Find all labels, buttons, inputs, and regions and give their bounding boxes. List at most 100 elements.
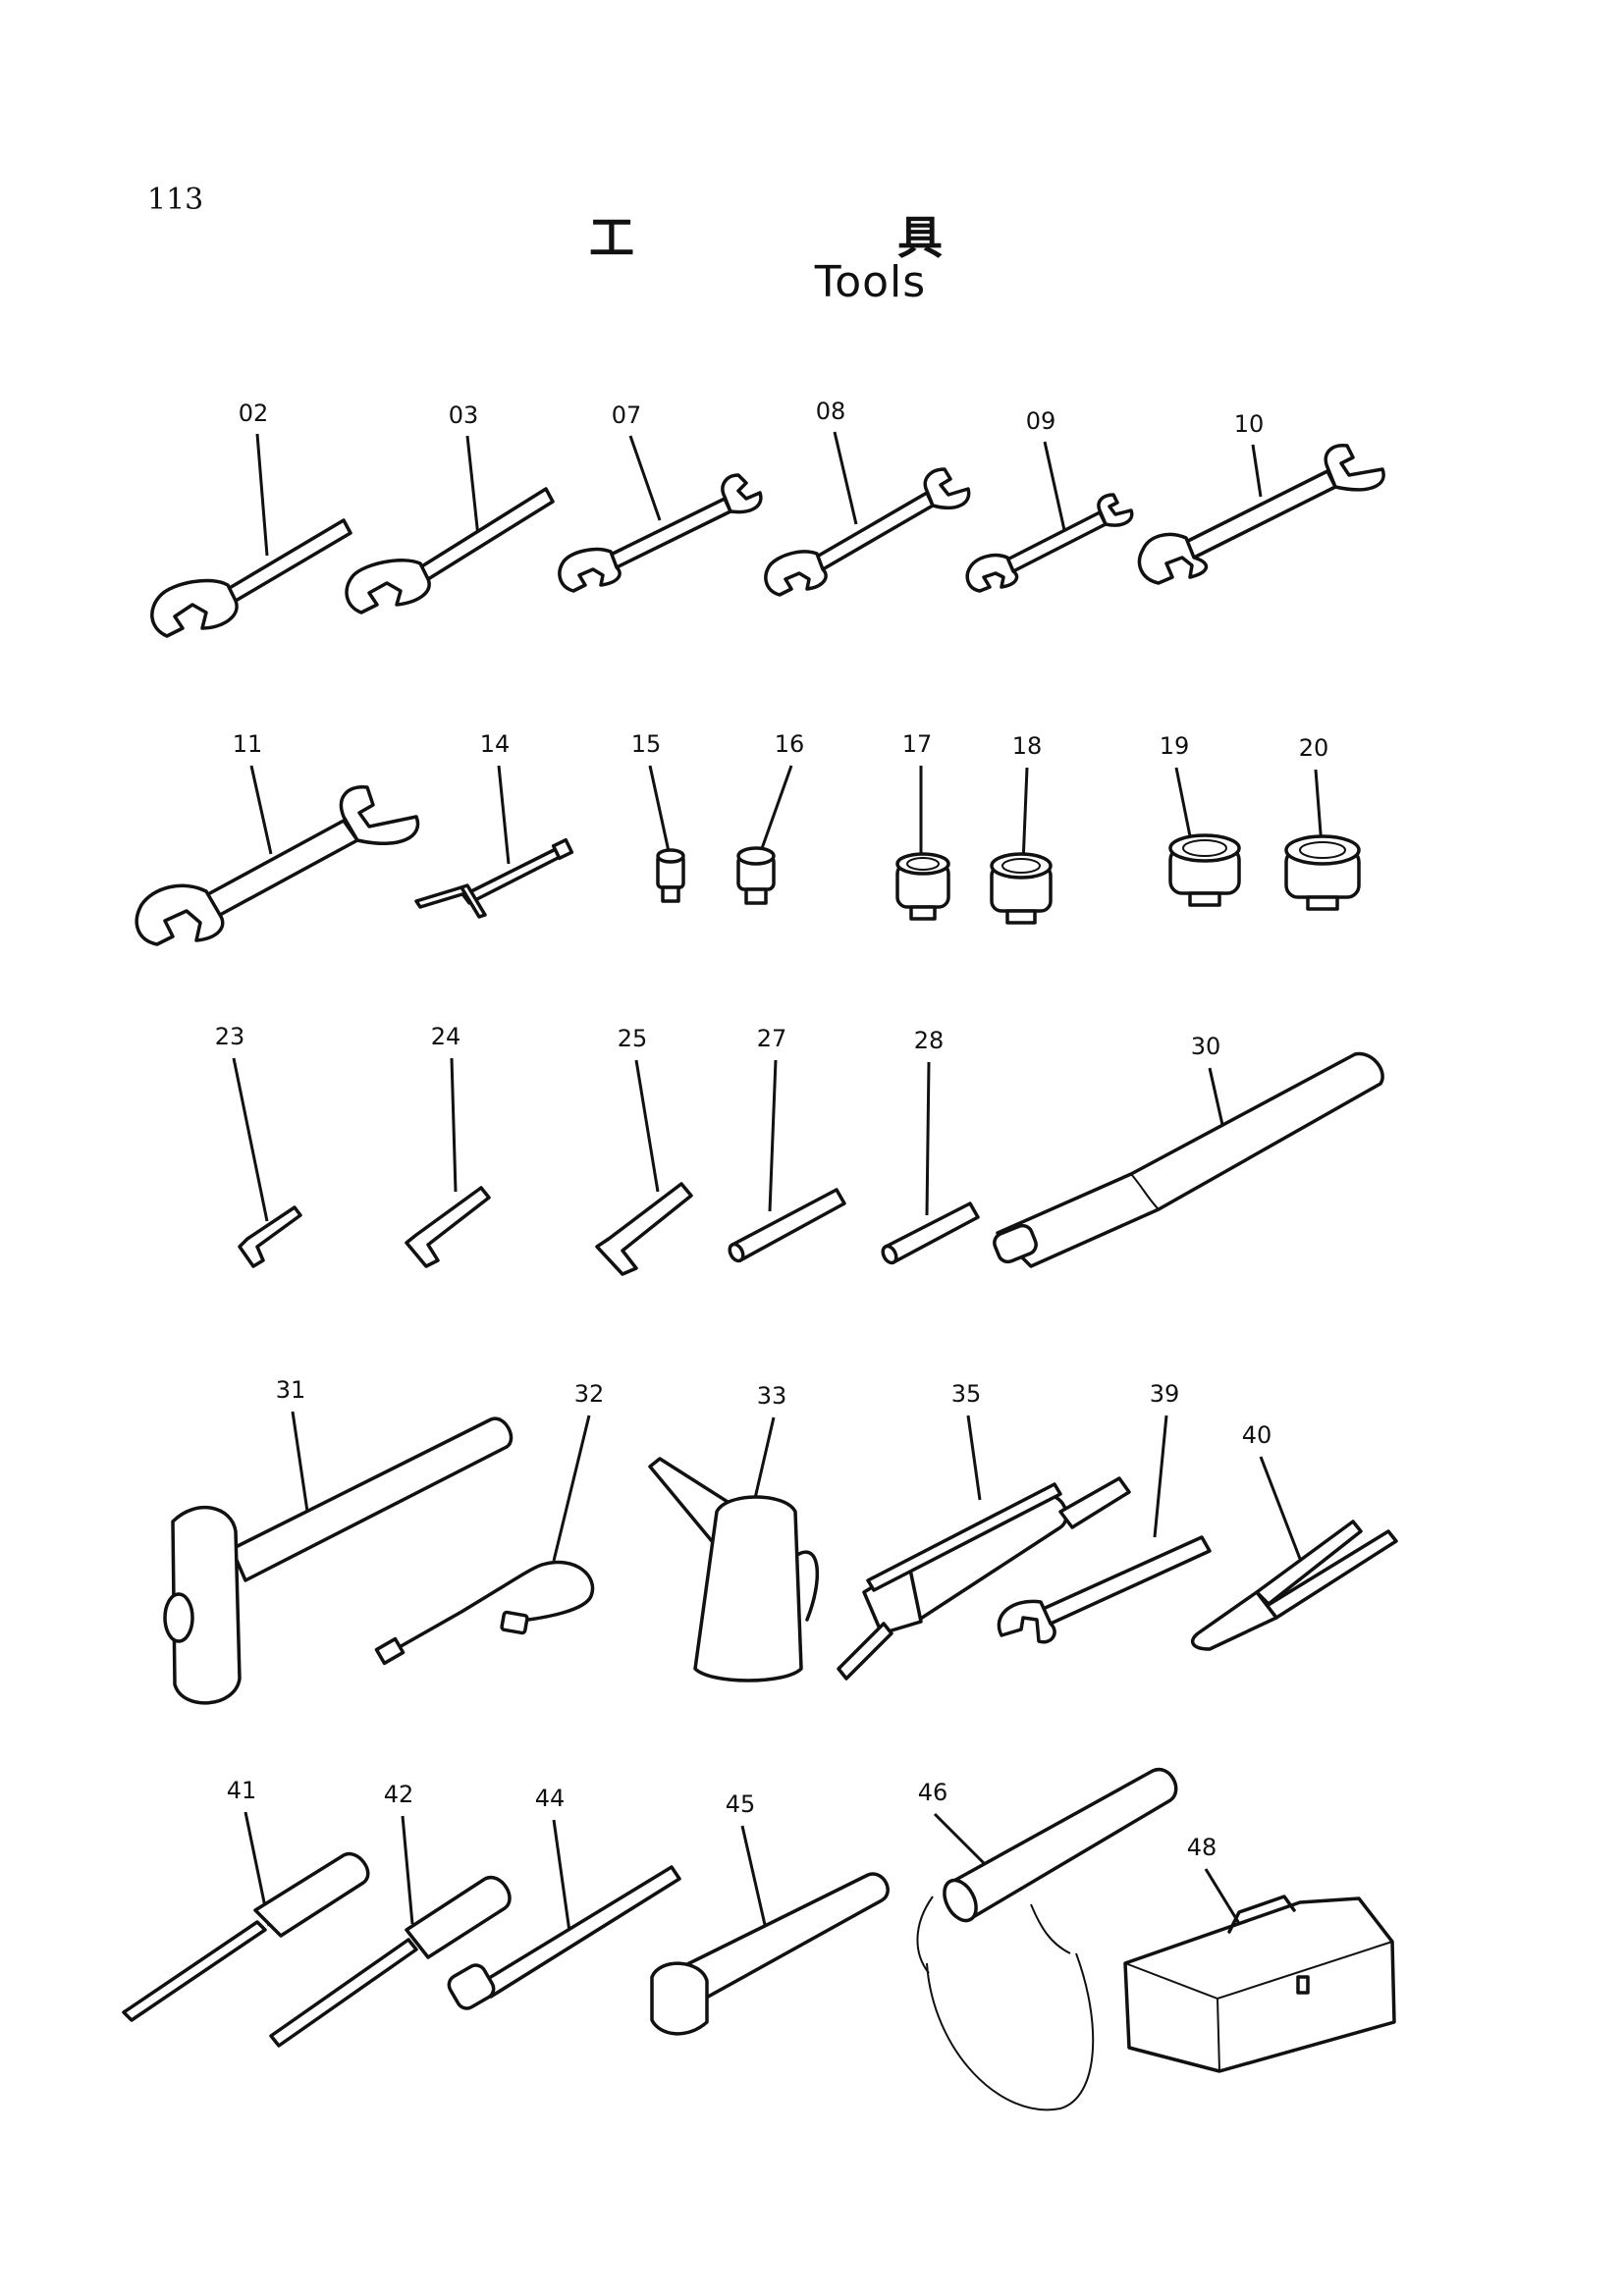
wrench-handle xyxy=(418,487,555,581)
part-18: 18 xyxy=(990,732,1053,925)
leader-line xyxy=(552,1415,591,1562)
part-label-39: 39 xyxy=(1150,1380,1180,1408)
part-02: 02 xyxy=(150,400,352,638)
oiler-body xyxy=(693,1495,803,1682)
wrench-head xyxy=(150,578,239,638)
part-32: 32 xyxy=(374,1380,604,1666)
part-label-17: 17 xyxy=(902,730,933,758)
part-label-25: 25 xyxy=(618,1025,648,1052)
toolbox-latch xyxy=(1296,1975,1310,1995)
title-char-2: 具 xyxy=(897,211,943,264)
wrench-handle xyxy=(204,819,359,917)
leader-line xyxy=(833,431,858,525)
socket-drive xyxy=(661,885,680,903)
part-label-41: 41 xyxy=(227,1777,257,1804)
hammer-face xyxy=(163,1592,194,1643)
hex-key xyxy=(595,1182,693,1276)
screwdriver-shaft xyxy=(269,1938,418,2048)
wrench-head-large xyxy=(965,553,1019,593)
part-label-08: 08 xyxy=(816,398,846,425)
part-label-20: 20 xyxy=(1299,734,1329,762)
chain xyxy=(916,1896,1071,1974)
socket-top xyxy=(990,852,1053,880)
part-46: 46 xyxy=(916,1767,1178,2111)
part-label-18: 18 xyxy=(1012,732,1043,760)
pin xyxy=(884,1201,980,1264)
part-42: 42 xyxy=(269,1781,512,2048)
leader-line xyxy=(450,1057,458,1193)
grease-gun-lever xyxy=(866,1482,1062,1592)
hammer-handle xyxy=(230,1416,514,1582)
part-14: 14 xyxy=(414,730,574,919)
extension-socket xyxy=(447,1963,496,2010)
pipe-extension xyxy=(996,1051,1384,1268)
leader-line xyxy=(232,1057,269,1222)
socket-top xyxy=(895,852,950,876)
leader-line xyxy=(249,765,273,855)
leader-line xyxy=(634,1059,660,1193)
part-19: 19 xyxy=(1160,732,1241,907)
part-25: 25 xyxy=(595,1025,693,1276)
screwdriver-shaft xyxy=(122,1920,267,2022)
toolbox-edges xyxy=(1124,1941,1393,2072)
part-09: 09 xyxy=(965,407,1134,593)
oiler-handle xyxy=(795,1550,820,1622)
leader-line xyxy=(768,1059,778,1212)
part-label-23: 23 xyxy=(215,1023,245,1050)
pipe-end xyxy=(993,1223,1038,1264)
leader-line xyxy=(401,1815,414,1925)
part-label-40: 40 xyxy=(1242,1421,1272,1449)
leader-line xyxy=(1043,441,1066,531)
wrench-head-small xyxy=(721,473,763,514)
part-17: 17 xyxy=(895,730,950,921)
part-33: 33 xyxy=(648,1382,820,1682)
leader-line xyxy=(552,1819,573,1947)
part-24: 24 xyxy=(405,1023,491,1268)
leader-line xyxy=(925,1061,931,1216)
leader-line xyxy=(628,435,662,521)
part-03: 03 xyxy=(345,401,555,614)
part-label-24: 24 xyxy=(431,1023,461,1050)
wrench-head-small xyxy=(339,785,420,846)
hose-fitting xyxy=(374,1636,406,1666)
wrench-head-large xyxy=(764,550,828,597)
wrench-head-large xyxy=(1137,532,1209,585)
hex-key xyxy=(238,1205,302,1268)
leader-line xyxy=(1251,444,1263,498)
part-label-30: 30 xyxy=(1191,1033,1221,1060)
part-label-33: 33 xyxy=(757,1382,787,1410)
t-handle-shaft xyxy=(461,844,568,905)
t-handle-tip xyxy=(551,837,574,861)
socket-drive xyxy=(1306,895,1339,911)
wrench-head-large xyxy=(558,547,622,593)
part-label-14: 14 xyxy=(480,730,511,758)
part-label-44: 44 xyxy=(535,1785,566,1812)
wrench-head-small xyxy=(1324,444,1385,492)
leader-line xyxy=(1204,1868,1245,1931)
grease-gun-plunger xyxy=(1058,1476,1131,1529)
pliers-jaw xyxy=(1190,1590,1278,1651)
part-45: 45 xyxy=(650,1790,890,2036)
adjustable-wrench-head xyxy=(997,1599,1056,1644)
leader-line xyxy=(255,433,269,557)
part-label-31: 31 xyxy=(276,1376,306,1404)
part-20: 20 xyxy=(1284,734,1361,911)
ratchet-handle xyxy=(676,1872,890,2002)
wire-loop xyxy=(926,1952,1095,2111)
hose-nut xyxy=(500,1610,529,1635)
t-handle-cross xyxy=(460,883,487,919)
socket-bore xyxy=(1299,841,1346,859)
wrench-head-small xyxy=(923,467,971,510)
part-label-02: 02 xyxy=(239,400,269,427)
tube xyxy=(948,1767,1178,1922)
part-label-16: 16 xyxy=(775,730,805,758)
toolbox-handle xyxy=(1227,1895,1296,1934)
part-label-07: 07 xyxy=(612,401,642,429)
grease-hose xyxy=(387,1560,595,1655)
part-11: 11 xyxy=(135,730,420,946)
part-15: 15 xyxy=(631,730,685,903)
socket-top xyxy=(1168,833,1241,863)
leader-line xyxy=(497,765,511,865)
socket-bore xyxy=(1001,858,1041,874)
